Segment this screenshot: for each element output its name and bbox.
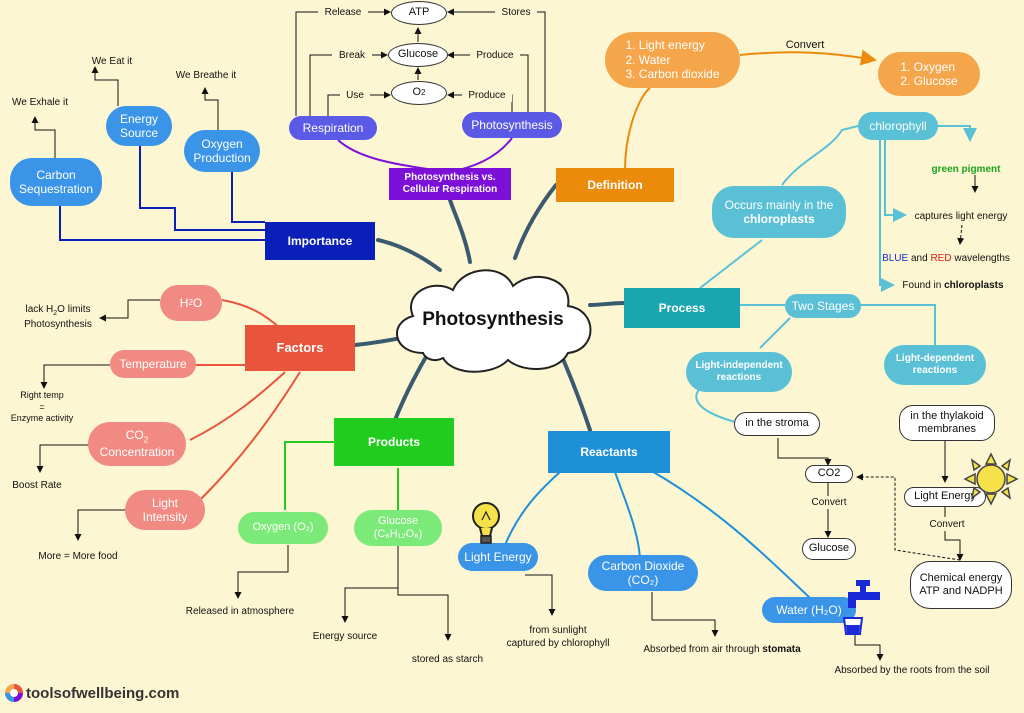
brand-text: toolsofwellbeing.com xyxy=(26,685,180,702)
photosynthesis-node: Photosynthesis xyxy=(462,112,562,138)
co2-factor-node: CO2 Concentration xyxy=(88,422,186,466)
break-label: Break xyxy=(332,49,372,62)
air-note: Absorbed from air through stomata xyxy=(632,643,812,656)
faucet-icon xyxy=(842,580,880,635)
thylakoid-node: in the thylakoid membranes xyxy=(899,405,995,441)
eat-note: We Eat it xyxy=(91,56,133,67)
light-energy-process-node: Light Energy xyxy=(904,487,986,507)
co2-factor-text: CO xyxy=(125,428,144,443)
vs-node: Photosynthesis vs. Cellular Respiration xyxy=(389,168,511,200)
oxygen-production-node: Oxygen Production xyxy=(184,130,260,172)
water-reactant-node: Water (H₂O) xyxy=(762,597,856,623)
co2-process-node: CO2 xyxy=(805,465,853,483)
convert-label-1: Convert xyxy=(804,496,854,509)
brand-logo-icon xyxy=(5,684,23,702)
h2o-note: lack H2O limits Photosynthesis xyxy=(18,303,98,331)
use-label: Use xyxy=(340,89,370,102)
wavelength-note: BLUE and RED wavelengths xyxy=(872,252,1020,265)
chlorophyll-node: chlorophyll xyxy=(858,112,938,140)
o2-sub: 2 xyxy=(421,88,426,98)
h2o-note-a: lack H xyxy=(25,304,54,315)
found-text: Found in xyxy=(902,280,945,291)
convert-label: Convert xyxy=(785,39,825,51)
released-note: Released in atmosphere xyxy=(185,606,295,617)
glucose-process-node: Glucose xyxy=(802,538,856,560)
stores-label: Stores xyxy=(495,6,537,19)
light-independent-node: Light-independent reactions xyxy=(686,352,792,392)
green-pigment-note: green pigment xyxy=(931,164,1001,175)
captures-note: captures light energy xyxy=(914,211,1008,222)
light-energy-reactant-node: Light Energy xyxy=(458,543,538,571)
factors-node: Factors xyxy=(245,325,355,371)
energy-source-node: Energy Source xyxy=(106,106,172,146)
sun-icon xyxy=(963,452,1019,506)
h2o-end: O xyxy=(192,295,203,310)
co2-reactant-node: Carbon Dioxide (CO₂) xyxy=(588,555,698,591)
temperature-node: Temperature xyxy=(110,350,196,378)
breathe-note: We Breathe it xyxy=(175,70,237,81)
lightbulb-icon xyxy=(472,502,500,544)
wavelengths-text: wavelengths xyxy=(951,253,1010,264)
reactants-node: Reactants xyxy=(548,431,670,473)
products-node: Products xyxy=(334,418,454,466)
produce-label-1: Produce xyxy=(470,49,520,62)
light-intensity-node: Light Intensity xyxy=(125,490,205,530)
center-cloud xyxy=(396,269,592,373)
definition-outputs: 1. Oxygen 2. Glucose xyxy=(878,52,980,96)
definition-node: Definition xyxy=(556,168,674,202)
sunlight-note: from sunlight captured by chlorophyll xyxy=(506,625,610,649)
occurs-bold: chloroplasts xyxy=(743,212,815,226)
chemical-energy-node: Chemical energy ATP and NADPH xyxy=(910,561,1012,609)
and-text: and xyxy=(908,253,931,264)
definition-inputs: 1. Light energy 2. Water 3. Carbon dioxi… xyxy=(605,32,740,88)
h2o-text: H xyxy=(179,295,189,310)
energy-source-note: Energy source xyxy=(312,631,378,642)
occurs-node: Occurs mainly in the chloroplasts xyxy=(712,186,846,238)
red-text: RED xyxy=(930,253,952,264)
respiration-node: Respiration xyxy=(289,116,377,140)
starch-note: stored as starch xyxy=(411,654,484,665)
roots-note: Absorbed by the roots from the soil xyxy=(834,665,990,676)
co2-factor-sub: 2 xyxy=(143,435,149,445)
produce-label-2: Produce xyxy=(462,89,512,102)
o2-text: O xyxy=(412,86,422,99)
exhale-note: We Exhale it xyxy=(12,97,68,108)
air-text: Absorbed from air through xyxy=(643,644,763,655)
found-bold: chloroplasts xyxy=(944,280,1004,291)
carbon-sequestration-node: Carbon Sequestration xyxy=(10,158,102,206)
air-bold: stomata xyxy=(762,644,801,655)
occurs-text: Occurs mainly in the xyxy=(724,197,834,212)
blue-text: BLUE xyxy=(882,253,909,264)
light-intensity-note: More = More food xyxy=(38,551,118,562)
found-note: Found in chloroplasts xyxy=(893,279,1013,292)
h2o-sub: 2 xyxy=(188,298,193,308)
center-title: Photosynthesis xyxy=(422,308,564,330)
h2o-note-b: O limits Photosynthesis xyxy=(24,304,92,331)
importance-node: Importance xyxy=(265,222,375,260)
h2o-note-sub: 2 xyxy=(53,310,58,317)
convert-label-2: Convert xyxy=(922,518,972,531)
temperature-note: Right temp = Enzyme activity xyxy=(10,390,74,424)
atp-node: ATP xyxy=(391,1,447,25)
co2-factor-note: Boost Rate xyxy=(12,480,62,491)
process-node: Process xyxy=(624,288,740,328)
co2-factor-b: Concentration xyxy=(99,445,175,460)
glucose-node: Glucose xyxy=(388,43,448,67)
release-label: Release xyxy=(318,6,368,19)
glucose-product-node: Glucose (C₆H₁₂O₆) xyxy=(354,510,442,546)
light-dependent-node: Light-dependent reactions xyxy=(884,345,986,385)
oxygen-product-node: Oxygen (O₂) xyxy=(238,512,328,544)
two-stages-node: Two Stages xyxy=(785,294,861,318)
stroma-node: in the stroma xyxy=(734,412,820,436)
